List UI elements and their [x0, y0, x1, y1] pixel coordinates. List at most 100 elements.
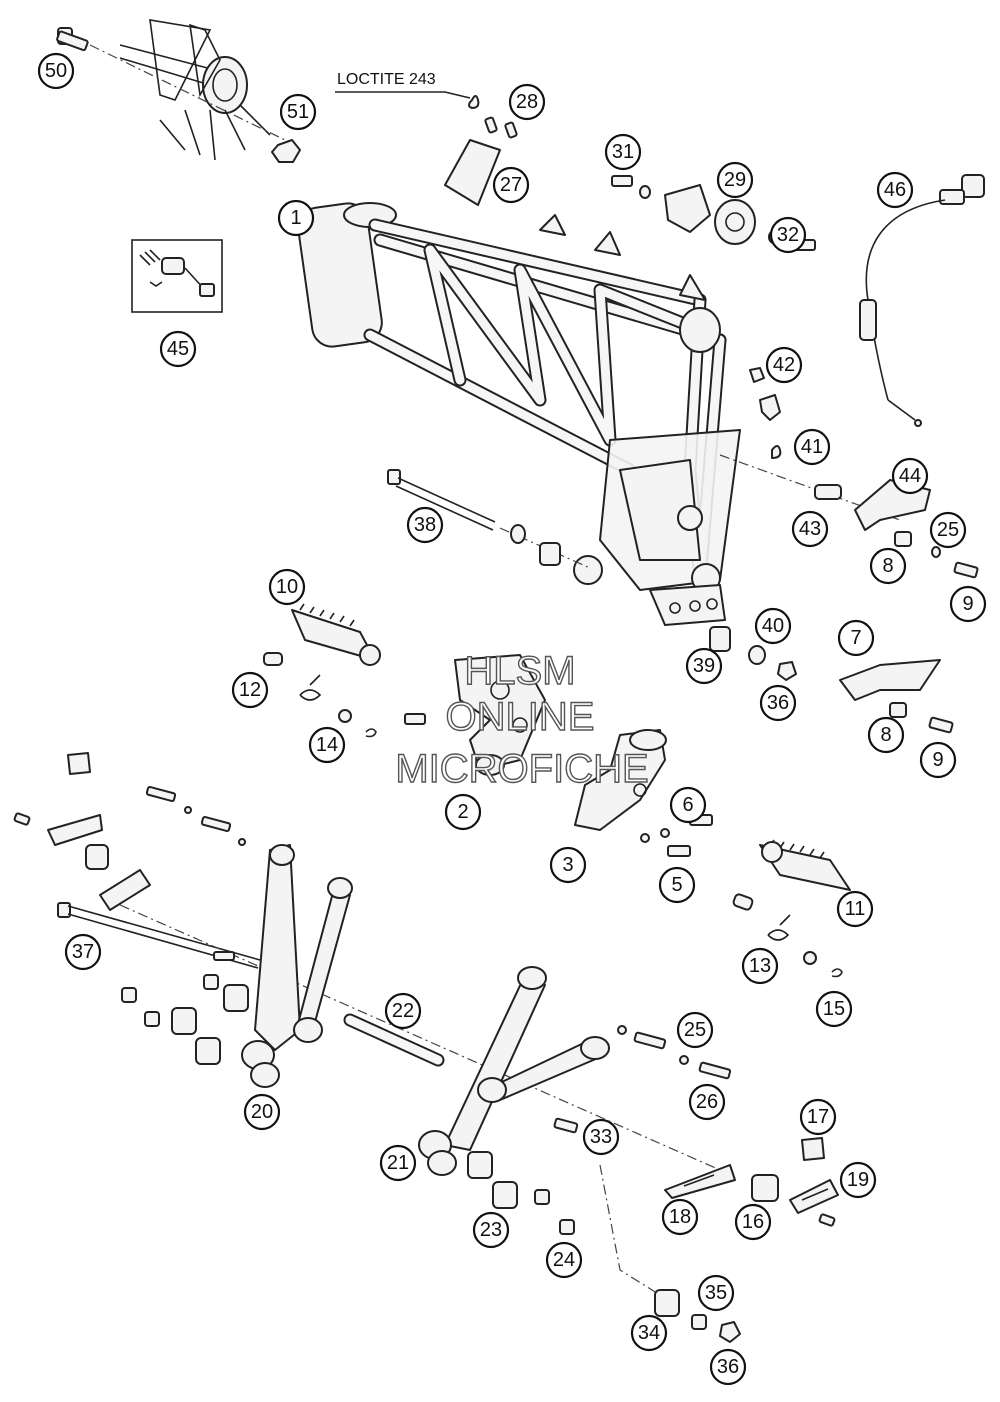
callout: 23	[472, 1211, 510, 1249]
svg-text:33: 33	[590, 1126, 612, 1148]
plate-left	[99, 869, 151, 911]
svg-text:9: 9	[932, 749, 943, 771]
callout: 12	[231, 671, 269, 709]
svg-text:14: 14	[316, 734, 338, 756]
svg-text:24: 24	[553, 1249, 575, 1271]
rear-frame-20	[241, 844, 353, 1088]
callout: 37	[64, 933, 102, 971]
svg-text:50: 50	[45, 60, 67, 82]
callout: 33	[582, 1118, 620, 1156]
svg-text:29: 29	[724, 169, 746, 191]
callout: 18	[661, 1198, 699, 1236]
callout: 35	[697, 1274, 735, 1312]
callout: 44	[891, 457, 929, 495]
callout: 17	[799, 1098, 837, 1136]
callout: 19	[839, 1161, 877, 1199]
callout: 20	[243, 1093, 281, 1131]
callout: 45	[159, 330, 197, 368]
callout: 26	[688, 1083, 726, 1121]
watermark-line-2: ONLINE	[446, 695, 595, 739]
svg-text:17: 17	[807, 1106, 829, 1128]
callout: 36	[759, 684, 797, 722]
svg-text:11: 11	[845, 898, 866, 920]
bracket-27	[444, 139, 501, 206]
watermark-line-3: MICROFICHE	[395, 747, 648, 791]
callout: 41	[793, 428, 831, 466]
clip-14	[365, 728, 377, 738]
nut-36-upper	[777, 661, 797, 681]
callout: 25	[929, 511, 967, 549]
nut-clip-17	[801, 1137, 825, 1161]
svg-text:31: 31	[612, 141, 634, 163]
bolt-33	[553, 1117, 579, 1134]
nut-51	[271, 139, 301, 163]
brake-lever-7	[839, 659, 941, 701]
svg-text:32: 32	[777, 224, 799, 246]
bolt-50	[56, 27, 286, 141]
callout: 51	[279, 93, 317, 131]
callout: 27	[492, 166, 530, 204]
svg-text:8: 8	[880, 724, 891, 746]
callout: 46	[876, 171, 914, 209]
svg-text:19: 19	[847, 1169, 869, 1191]
callout: 5	[658, 866, 696, 904]
callout: 25	[676, 1011, 714, 1049]
svg-text:51: 51	[287, 101, 309, 123]
nut-clip-left	[67, 752, 91, 775]
main-frame	[297, 202, 741, 626]
callout: 14	[308, 726, 346, 764]
svg-text:13: 13	[749, 955, 771, 977]
spring-13	[767, 914, 791, 941]
svg-text:22: 22	[392, 1000, 414, 1022]
svg-text:42: 42	[773, 354, 795, 376]
svg-text:3: 3	[562, 854, 573, 876]
bolt-19	[818, 1213, 836, 1227]
bracket-41	[719, 394, 901, 521]
svg-text:43: 43	[799, 518, 821, 540]
svg-text:21: 21	[387, 1152, 409, 1174]
bolts-left-top	[145, 785, 246, 846]
holder-29	[664, 184, 756, 245]
ignition-lock-kit	[131, 239, 223, 313]
callout: 21	[379, 1144, 417, 1182]
svg-text:12: 12	[239, 679, 261, 701]
loctite-label: LOCTITE 243	[337, 71, 436, 88]
svg-text:46: 46	[884, 179, 906, 201]
callout: 40	[754, 607, 792, 645]
pin-12	[263, 652, 283, 666]
callout: 50	[37, 52, 75, 90]
callout: 36	[709, 1348, 747, 1386]
callout: 31	[604, 133, 642, 171]
callout: 39	[685, 647, 723, 685]
bolt-9-lower	[928, 716, 954, 734]
callout: 24	[545, 1241, 583, 1279]
svg-text:8: 8	[882, 555, 893, 577]
callout: 7	[837, 619, 875, 657]
spacers-left	[121, 951, 249, 1065]
pin-43	[814, 484, 842, 500]
svg-text:7: 7	[850, 627, 861, 649]
svg-text:26: 26	[696, 1091, 718, 1113]
svg-text:9: 9	[962, 593, 973, 615]
callouts: 1 2 3 5 6 7 8 8 9 9 10 11 12 13 14 15 16…	[37, 52, 987, 1386]
callout: 29	[716, 161, 754, 199]
svg-text:23: 23	[480, 1219, 502, 1241]
svg-text:45: 45	[167, 338, 189, 360]
svg-text:20: 20	[251, 1101, 273, 1123]
callout: 9	[919, 741, 957, 779]
spacers-23-24	[467, 1151, 575, 1235]
washer-14	[338, 709, 352, 723]
bushing-left	[85, 844, 109, 870]
pin-13	[732, 893, 754, 911]
washer-40	[748, 645, 766, 665]
svg-text:36: 36	[717, 1356, 739, 1378]
footpeg-11	[759, 839, 851, 891]
screws-5-6	[640, 814, 713, 857]
callout: 3	[549, 846, 587, 884]
bushing-16	[751, 1174, 779, 1202]
callout: 38	[406, 506, 444, 544]
svg-text:28: 28	[516, 91, 538, 113]
callout: 15	[815, 990, 853, 1028]
nut-42	[749, 367, 765, 383]
